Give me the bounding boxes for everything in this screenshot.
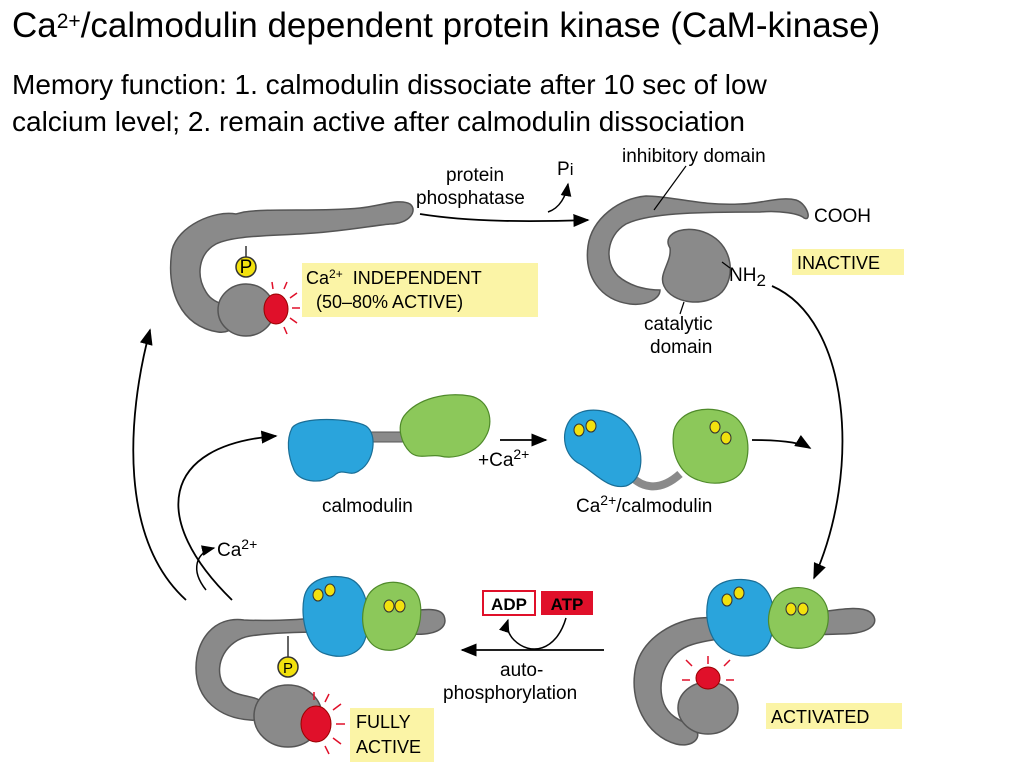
arrow-to-calmodulin: [177, 430, 278, 601]
phosphatase-label-2: phosphatase: [416, 188, 525, 209]
svg-text:ACTIVATED: ACTIVATED: [771, 707, 869, 727]
activated-calmodulin-green: [767, 587, 829, 649]
state-box-ca-independent: Ca2+ INDEPENDENT (50–80% ACTIVE): [302, 263, 538, 317]
calmodulin-free: [287, 394, 491, 482]
phosphate-circle-top: [235, 256, 257, 278]
adp-label: ADP: [491, 595, 527, 614]
kinase-inactive-body: [586, 195, 809, 306]
catalytic-label-2: domain: [650, 337, 712, 358]
auto-label-2: phosphorylation: [443, 683, 577, 704]
cooh-label: COOH: [814, 206, 871, 227]
phosphatase-arrow: [419, 213, 590, 227]
title-ca: Ca: [12, 6, 57, 45]
active-site-red-bottom: [300, 705, 332, 743]
inhibitory-pointer: [653, 165, 687, 211]
svg-text:ACTIVE: ACTIVE: [356, 737, 421, 757]
calmodulin-ca-bound: [563, 408, 749, 491]
phosphatase-step: protein phosphatase Pi: [416, 159, 590, 227]
title-superscript: 2+: [56, 10, 81, 33]
kinase-ca-independent: P: [169, 201, 414, 337]
calcium-ions-fully-active: [312, 583, 406, 613]
kinase-inactive: [586, 165, 809, 315]
kinase-activated-catalytic: [677, 681, 739, 735]
nh2-pointer: [721, 261, 731, 269]
atp-to-adp-arrow: [499, 617, 567, 650]
adp-box: [482, 590, 536, 616]
fully-active-calmodulin-green: [362, 581, 422, 651]
kinase-activated-body: [633, 607, 876, 746]
arrow-ca-release: [196, 545, 216, 591]
inhibitory-domain-label: inhibitory domain: [622, 146, 766, 167]
page-title: Ca2+/calmodulin dependent protein kinase…: [12, 6, 880, 46]
ca-independent-line1: Ca2+ INDEPENDENT: [306, 267, 482, 288]
pi-label: Pi: [557, 159, 573, 180]
subtitle-line-2: calcium level; 2. remain active after ca…: [12, 106, 745, 137]
autophosphorylation-step: ADP ATP auto- phosphorylation: [443, 590, 604, 704]
phosphate-circle-bottom: [277, 656, 299, 678]
ca-independent-line2: (50–80% ACTIVE): [316, 292, 463, 312]
calcium-ions-mid: [573, 419, 732, 445]
ca-calmodulin-blue-lobe: [563, 409, 642, 488]
ca-calmodulin-green-lobe: [672, 408, 749, 484]
state-box-fully-active: FULLY ACTIVE: [350, 708, 434, 762]
calmodulin-label: calmodulin: [322, 496, 413, 517]
active-rays-bottom: [313, 692, 345, 755]
title-rest: /calmodulin dependent protein kinase (Ca…: [80, 6, 881, 45]
state-box-inactive: INACTIVE: [792, 249, 904, 275]
subtitle: Memory function: 1. calmodulin dissociat…: [12, 66, 1012, 140]
nh2-label: NH2: [729, 265, 766, 290]
calmodulin-green-lobe: [399, 394, 491, 458]
kinase-activated: [633, 578, 876, 746]
arrow-ca-calmodulin-to-activated: [751, 434, 812, 449]
catalytic-label-1: catalytic: [644, 314, 713, 335]
atp-label: ATP: [551, 595, 584, 614]
auto-label-1: auto-: [500, 660, 543, 681]
active-rays-activated: [682, 656, 734, 681]
ca-calmodulin-label: Ca2+/calmodulin: [576, 492, 712, 517]
fully-active-calmodulin-blue: [302, 576, 369, 657]
catalytic-pointer: [679, 301, 685, 315]
svg-text:FULLY: FULLY: [356, 712, 411, 732]
active-site-red-activated: [695, 666, 721, 690]
arrow-inactive-to-activated: [771, 285, 844, 580]
phosphate-label-top: P: [240, 257, 253, 278]
ca-release-label: Ca2+: [217, 536, 257, 561]
plus-ca-label: +Ca2+: [478, 446, 529, 471]
active-rays-top: [271, 281, 300, 335]
state-box-activated: ACTIVATED: [766, 703, 902, 729]
phosphate-label-bottom: P: [283, 660, 293, 677]
phosphatase-label-1: protein: [446, 165, 504, 186]
pi-release-arrow: [547, 182, 572, 213]
atp-box: [541, 591, 593, 615]
kinase-fully-active: P: [195, 576, 446, 755]
active-site-red-top: [263, 293, 289, 325]
calcium-ions-activated: [721, 586, 809, 616]
kinase-ca-independent-body: [169, 201, 414, 333]
calmodulin-blue-lobe: [287, 418, 374, 482]
subtitle-line-1: Memory function: 1. calmodulin dissociat…: [12, 69, 767, 100]
kinase-inactive-catalytic: [661, 228, 731, 303]
svg-text:INACTIVE: INACTIVE: [797, 253, 880, 273]
arrow-fully-active-to-independent: [132, 328, 187, 601]
